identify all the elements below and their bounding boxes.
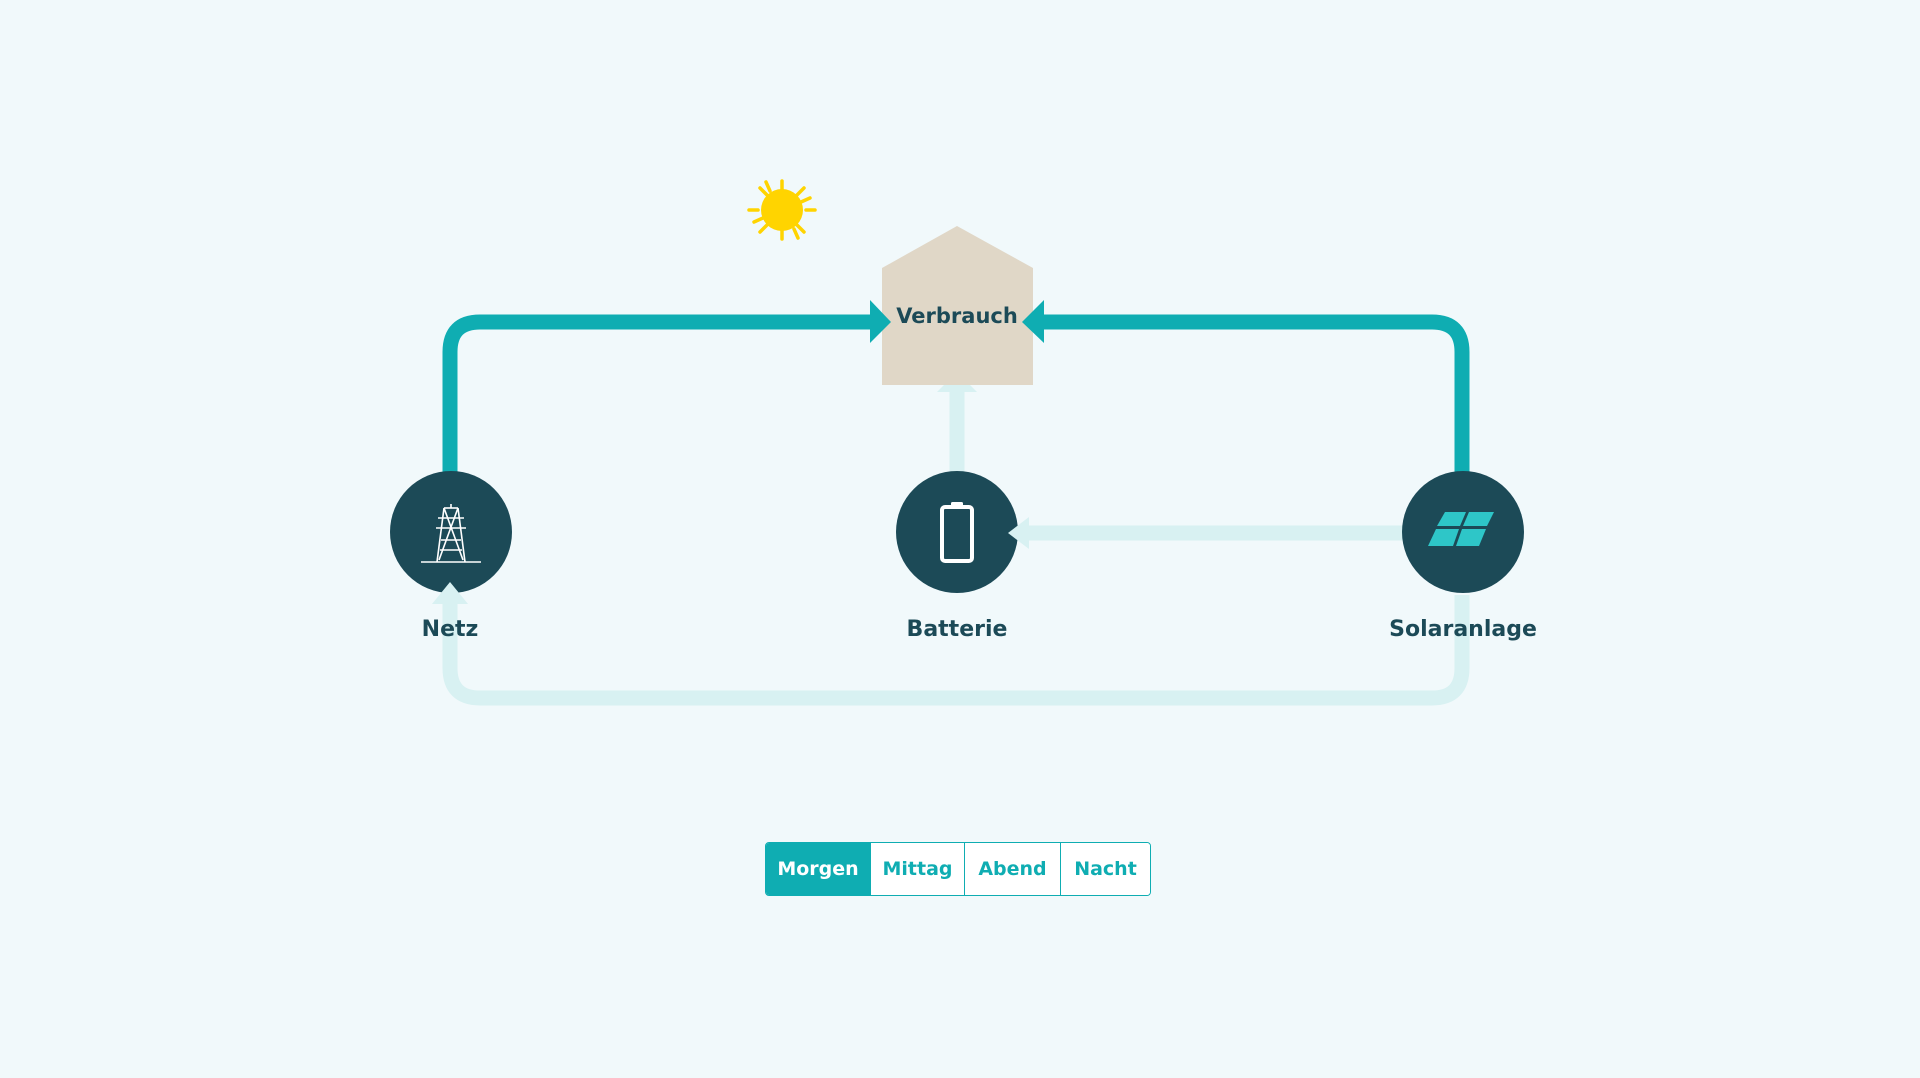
tab-noon[interactable]: Mittag	[870, 843, 964, 895]
consumption-label: Verbrauch	[896, 304, 1018, 328]
time-of-day-tabs: Morgen Mittag Abend Nacht	[765, 842, 1151, 896]
flow-arrow-to-battery-tip	[1008, 517, 1029, 549]
flow-solar-to-consumption	[1042, 314, 1470, 472]
solar-node[interactable]	[1402, 471, 1524, 593]
flow-grid-to-consumption	[442, 314, 874, 472]
solar-panel-icon	[1428, 512, 1494, 546]
flow-arrow-grid-to-consumption	[870, 300, 891, 343]
flow-arrow-solar-to-consumption	[1022, 300, 1044, 343]
battery-label: Batterie	[906, 617, 1008, 642]
grid-label: Netz	[421, 617, 479, 642]
tab-morning[interactable]: Morgen	[766, 843, 870, 895]
flow-arrow-to-grid-tip	[432, 582, 468, 604]
battery-node[interactable]	[896, 471, 1018, 593]
grid-node[interactable]	[390, 471, 512, 593]
power-tower-icon	[421, 504, 481, 563]
house-shape	[882, 226, 1033, 385]
tab-evening[interactable]: Abend	[964, 843, 1060, 895]
battery-icon	[940, 502, 974, 563]
sun-icon	[747, 179, 817, 241]
flow-solar-to-grid	[442, 595, 1470, 706]
solar-label: Solaranlage	[1389, 617, 1537, 642]
tab-night[interactable]: Nacht	[1060, 843, 1150, 895]
